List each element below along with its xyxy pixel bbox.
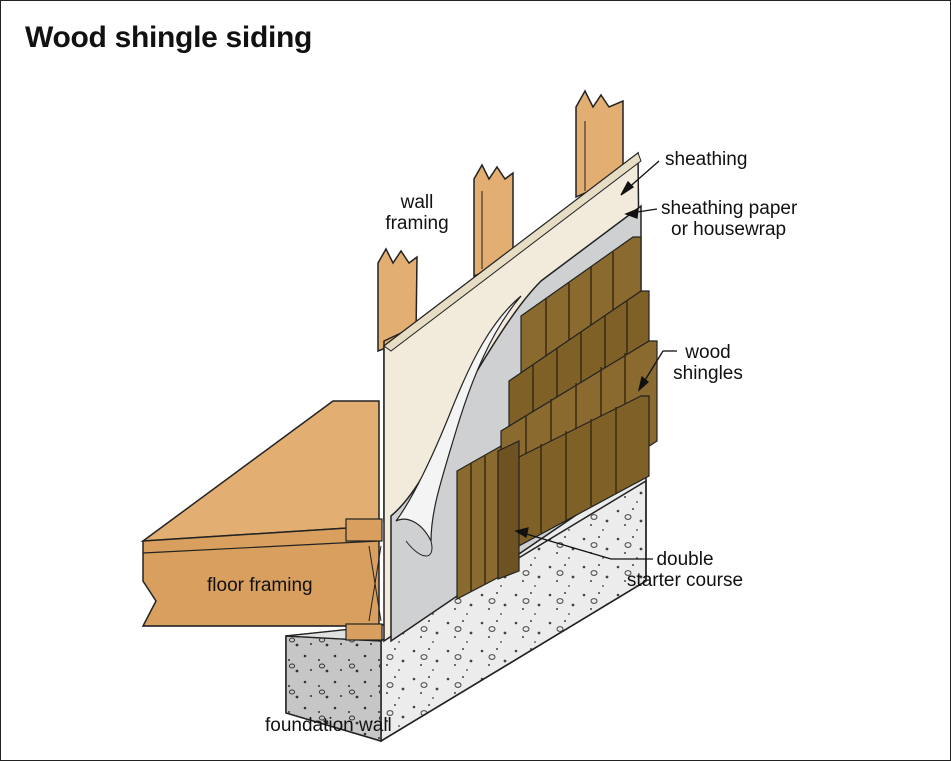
label-sheathing-paper: sheathing paper or housewrap bbox=[661, 198, 797, 240]
label-sheathing: sheathing bbox=[665, 149, 747, 170]
label-wall-framing-line2: framing bbox=[385, 213, 449, 234]
label-floor-framing: floor framing bbox=[207, 575, 313, 596]
label-wall-framing: wall framing bbox=[381, 192, 453, 234]
leader-lines bbox=[514, 160, 677, 560]
label-floor-framing-text: floor framing bbox=[207, 575, 313, 596]
label-double-starter-course: double starter course bbox=[619, 549, 751, 591]
label-sheathing-paper-line1: sheathing paper bbox=[661, 198, 798, 219]
wood-shingles bbox=[456, 236, 658, 600]
label-wall-framing-line1: wall bbox=[400, 192, 434, 213]
label-wood-shingles-line1: wood bbox=[685, 342, 731, 363]
label-foundation-wall-text: foundation wall bbox=[265, 715, 392, 736]
label-double-starter-line2: starter course bbox=[626, 570, 744, 591]
label-sheathing-text: sheathing bbox=[665, 149, 748, 170]
diagram-title: Wood shingle siding bbox=[25, 21, 313, 54]
label-wood-shingles: wood shingles bbox=[668, 342, 748, 384]
label-foundation-wall: foundation wall bbox=[265, 715, 392, 736]
label-double-starter-line1: double bbox=[656, 549, 714, 570]
label-wood-shingles-line2: shingles bbox=[673, 363, 743, 384]
label-sheathing-paper-line2: or housewrap bbox=[671, 219, 787, 240]
floor-framing bbox=[140, 400, 383, 641]
